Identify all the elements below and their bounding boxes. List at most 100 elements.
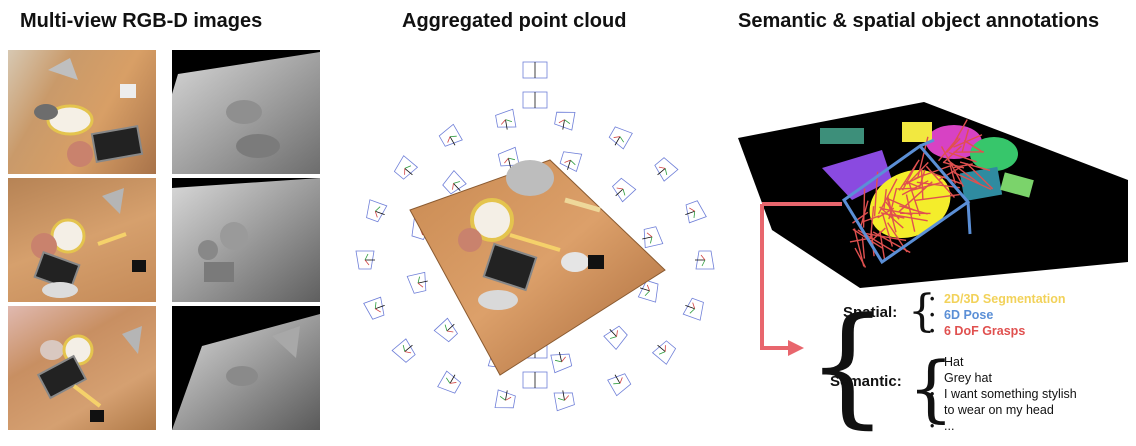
grasp-line <box>891 213 928 222</box>
aggregated-point-cloud <box>355 61 715 412</box>
semantic-item-label: Hat <box>944 355 964 369</box>
segment-purple <box>822 150 892 200</box>
semantic-heading-text: Semantic <box>830 373 897 390</box>
spatial-annotation-list: 2D/3D Segmentation 6D Pose 6 DoF Grasps <box>930 291 1066 339</box>
grasp-line <box>879 206 904 229</box>
grasp-lines <box>849 119 994 268</box>
grasp-line <box>949 165 956 184</box>
grasp-line <box>888 198 915 211</box>
camera-frustum <box>522 91 548 109</box>
camera-frustum <box>611 177 637 203</box>
grasp-line <box>946 137 961 153</box>
spatial-item-label: 6D Pose <box>944 308 994 322</box>
segment-blue-teal <box>959 166 1003 202</box>
camera-frustum <box>406 271 428 294</box>
grasp-line <box>861 237 866 259</box>
camera-frustum <box>495 108 517 130</box>
segment-teal <box>820 128 864 144</box>
grasp-line <box>942 145 962 164</box>
grasp-line <box>883 189 887 210</box>
camera-frustum <box>559 151 583 172</box>
plate-object <box>470 198 514 242</box>
semantic-item: Grey hat <box>930 370 1077 386</box>
spatial-item-pose: 6D Pose <box>930 307 1066 323</box>
grasp-line <box>920 169 924 201</box>
tablet-object <box>482 242 538 292</box>
grasp-line <box>861 215 880 223</box>
semantic-item: I want something stylish <box>930 386 1077 402</box>
semantic-item-label: I want something stylish <box>944 387 1077 401</box>
semantic-item: Hat <box>930 354 1077 370</box>
grasp-line <box>870 230 875 257</box>
grasp-line <box>940 146 965 188</box>
panel-title-multiview: Multi-view RGB-D images <box>20 10 263 32</box>
camera-frustum <box>554 111 576 131</box>
camera-frustum <box>608 126 633 150</box>
camera-frustum <box>366 199 388 223</box>
black-cube-object <box>588 255 604 269</box>
camera-frustum <box>438 123 463 147</box>
spatial-item-label: 6 DoF Grasps <box>944 324 1026 338</box>
camera-frustum <box>393 155 419 180</box>
grasp-line <box>919 169 926 188</box>
semantic-item-label: ... <box>944 419 955 433</box>
grasp-line <box>914 193 960 202</box>
depth-image-view-2 <box>172 178 320 302</box>
semantic-item-label: to wear on my head <box>944 403 1054 417</box>
camera-frustum <box>682 297 704 321</box>
rgb-image-view-3 <box>8 306 156 430</box>
segmentation-mask-hat <box>869 169 951 239</box>
camera-frustum <box>642 226 664 249</box>
grasp-line <box>907 180 921 217</box>
segment-small-yellow <box>902 122 932 142</box>
grasp-line <box>947 159 981 185</box>
camera-frustum <box>433 317 459 343</box>
camera-frustum <box>437 370 462 394</box>
spoon-object <box>509 233 561 252</box>
outer-brace: { <box>806 289 889 441</box>
grasp-line <box>953 134 983 148</box>
rgb-image-view-1 <box>8 50 156 174</box>
rgb-image-view-2 <box>8 178 156 302</box>
camera-frustum <box>651 340 677 365</box>
grasp-line <box>961 129 970 153</box>
camera-frustum <box>607 373 632 397</box>
semantic-item: ... <box>930 418 1077 434</box>
spatial-item-segmentation: 2D/3D Segmentation <box>930 291 1066 307</box>
panel-title-point-cloud: Aggregated point cloud <box>402 10 627 32</box>
semantic-item-label: Grey hat <box>944 371 992 385</box>
grasp-line <box>925 165 956 198</box>
semantic-annotation-list: Hat Grey hat I want something stylish to… <box>930 354 1077 434</box>
camera-frustum <box>553 390 575 412</box>
depth-image-view-3 <box>172 306 320 430</box>
spatial-heading: Spatial: <box>843 304 898 321</box>
grasp-line <box>853 228 865 267</box>
segment-light-green <box>1000 172 1034 198</box>
grasp-line <box>951 119 968 148</box>
grasp-line <box>953 171 992 190</box>
camera-frustum <box>355 250 375 270</box>
camera-frustum <box>603 325 628 350</box>
camera-frustum <box>695 250 715 270</box>
camera-frustum <box>550 352 573 374</box>
grasp-line <box>888 187 898 220</box>
grasp-line <box>959 161 991 172</box>
camera-frustum <box>494 389 516 409</box>
camera-frustum <box>522 61 548 79</box>
fork-object <box>564 197 601 213</box>
grasp-line <box>880 212 905 219</box>
grasp-line <box>901 180 929 196</box>
camera-frustum <box>391 338 416 363</box>
grasp-line <box>966 163 994 190</box>
hat-object <box>506 160 554 196</box>
grasp-line <box>952 163 973 169</box>
spatial-heading-text: Spatial <box>843 304 893 321</box>
panel-title-annotations: Semantic & spatial object annotations <box>738 10 1100 32</box>
camera-frustum <box>442 170 467 195</box>
camera-frustum <box>685 200 707 224</box>
cup-object <box>561 252 589 272</box>
grasp-line <box>914 164 954 180</box>
segment-green <box>970 137 1018 171</box>
annotation-arrow <box>760 202 842 356</box>
grasp-line <box>852 211 869 224</box>
